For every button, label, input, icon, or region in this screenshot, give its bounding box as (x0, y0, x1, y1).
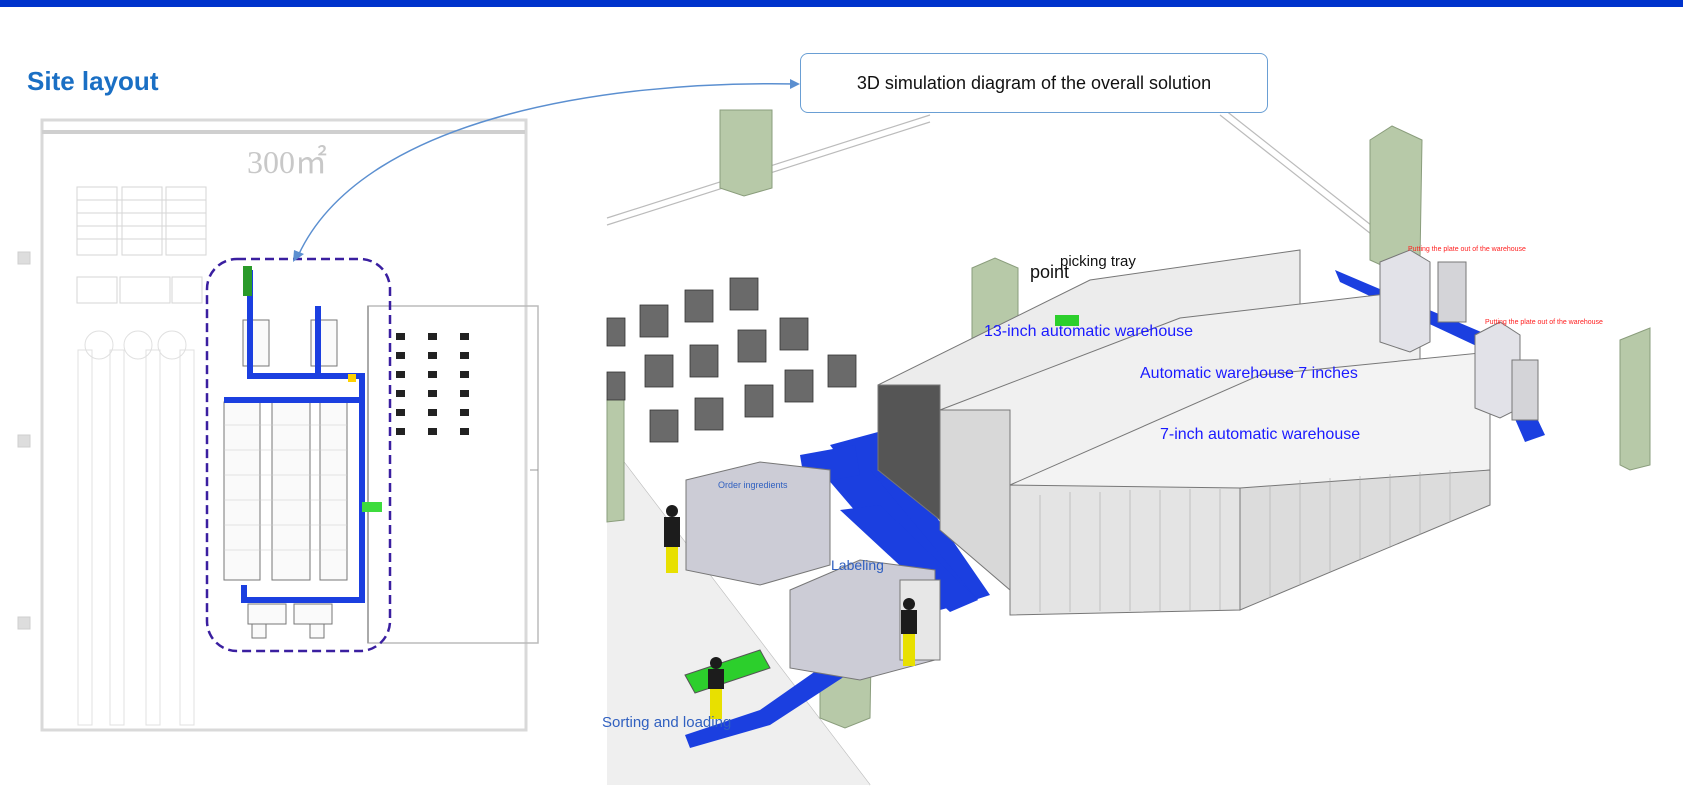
label-out-warehouse-1: Putting the plate out of the warehouse (1408, 246, 1526, 253)
callout-box: 3D simulation diagram of the overall sol… (800, 53, 1268, 113)
label-order-ingredients: Order ingredients (718, 480, 788, 490)
top-accent-bar (0, 0, 1683, 7)
label-out-warehouse-2: Putting the plate out of the warehouse (1485, 319, 1603, 326)
label-sorting-loading: Sorting and loading (602, 714, 732, 731)
page-title: Site layout (27, 66, 159, 96)
label-point: point (1030, 262, 1070, 282)
label-warehouse-13: 13-inch automatic warehouse (984, 323, 1194, 340)
label-warehouse-7b: 7-inch automatic warehouse (1160, 426, 1361, 443)
floor-plan (17, 118, 539, 732)
scene-3d (606, 109, 1651, 786)
label-warehouse-7a: Automatic warehouse 7 inches (1140, 365, 1358, 382)
area-label: 300㎡ (247, 144, 328, 180)
label-picking-tray: picking tray (1060, 253, 1136, 270)
label-labeling: Labeling (831, 557, 884, 573)
